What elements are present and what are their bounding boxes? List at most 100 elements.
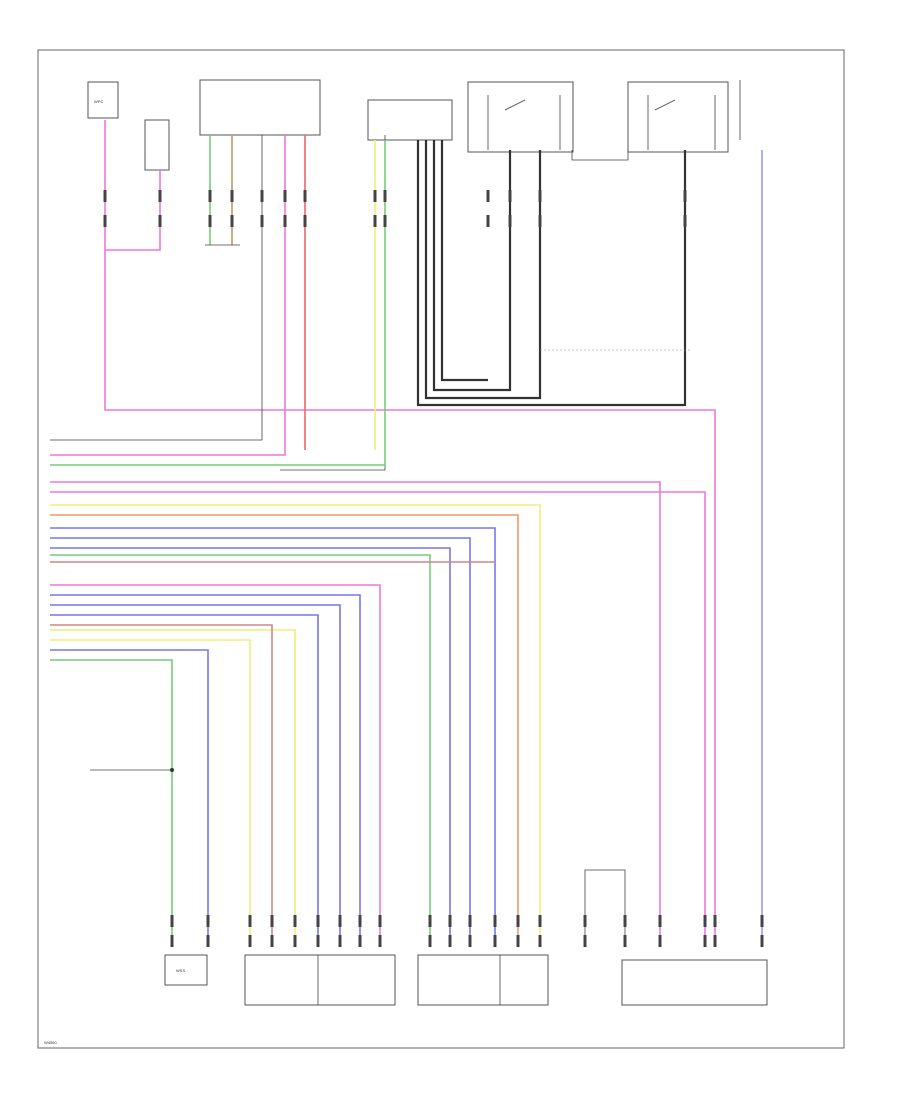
connector-tick [230,190,234,202]
wire-blue-g [50,649,209,935]
connector-tick [658,915,662,927]
connector-tick [248,915,252,927]
wire-blue-d [50,594,361,935]
connector-tick [486,215,490,227]
connector-tick [293,935,297,947]
wire-green-c [50,554,431,935]
connector-tick [206,915,210,927]
wire-yellow-c [50,629,296,935]
connector-tick [373,215,377,227]
connector-tick [713,915,717,927]
connector-tick [208,190,212,202]
connector-tick [703,915,707,927]
connector-tick [170,935,174,947]
connector-tick [206,935,210,947]
connector-tick [583,935,587,947]
wire-black-bus-1 [416,140,687,407]
connector-tick [428,915,432,927]
connector-tick [448,935,452,947]
wire-yellow-b [50,504,541,935]
connector-tick [230,215,234,227]
connector-tick [373,190,377,202]
connector-tick [703,935,707,947]
connector-tick [316,935,320,947]
connector-tick [683,190,687,202]
component-transmission-control [199,79,321,136]
connector-tick [158,190,162,202]
connector-tick [448,915,452,927]
wire-pink-d [50,491,706,935]
wire-green-d [50,659,173,935]
connector-tick [623,935,627,947]
wire-blue-f [50,614,319,935]
wire-blue-b [50,537,471,935]
relay-internals [487,95,716,150]
component-bottom-left [164,954,208,986]
wire-pink-sensor [105,170,161,251]
component-relay-a [467,81,574,153]
wire-blue-a [50,527,496,935]
connector-ticks [103,190,764,947]
component-top-left-label: WPC [94,99,103,104]
connector-tick [486,190,490,202]
connector-tick [493,915,497,927]
wire-yellow-d [50,639,251,935]
component-bottom-left-label: WSS [176,968,185,973]
connector-tick [516,915,520,927]
component-pedal-sensor [417,954,549,1006]
wire-blue-c [50,547,451,935]
connector-tick [260,190,264,202]
wire-pink-c [50,481,661,935]
wire-thin-b [280,135,386,471]
component-sensor [144,119,170,171]
connector-tick [270,935,274,947]
connector-tick [760,915,764,927]
connector-tick [493,935,497,947]
connector-tick [378,935,382,947]
connector-tick [468,915,472,927]
wire-pink-top [104,120,716,935]
footer-code: W4560 [44,1040,57,1045]
connector-tick [428,935,432,947]
relay-bridge [571,150,629,161]
connector-tick [468,935,472,947]
wire-blue-e [50,604,341,935]
connector-tick [103,215,107,227]
wire-black-bus-3 [432,140,512,392]
connector-tick [260,215,264,227]
component-relay-b [627,81,729,153]
component-top-left [87,81,119,119]
connector-tick [760,935,764,947]
connector-tick [303,215,307,227]
connector-tick [338,935,342,947]
connector-tick [383,190,387,202]
connector-tick [683,215,687,227]
connector-tick [158,215,162,227]
connector-tick [338,915,342,927]
connector-tick [713,935,717,947]
connector-tick [270,915,274,927]
connector-tick [293,915,297,927]
connector-tick [283,190,287,202]
connector-tick [378,915,382,927]
connector-tick [538,935,542,947]
connector-tick [358,935,362,947]
connector-tick [303,190,307,202]
connector-tick [283,215,287,227]
connector-tick [170,915,174,927]
connector-tick [538,915,542,927]
connector-tick [583,915,587,927]
component-right-module [621,959,768,1006]
ground-loop [584,869,626,935]
connector-tick [358,915,362,927]
connector-tick [538,190,542,202]
wire-green-2 [50,140,386,466]
connector-tick [383,215,387,227]
wire-black-bus-2 [424,140,542,400]
connector-tick [658,935,662,947]
connector-tick [623,915,627,927]
connector-tick [538,215,542,227]
connector-tick [248,935,252,947]
connector-tick [508,215,512,227]
